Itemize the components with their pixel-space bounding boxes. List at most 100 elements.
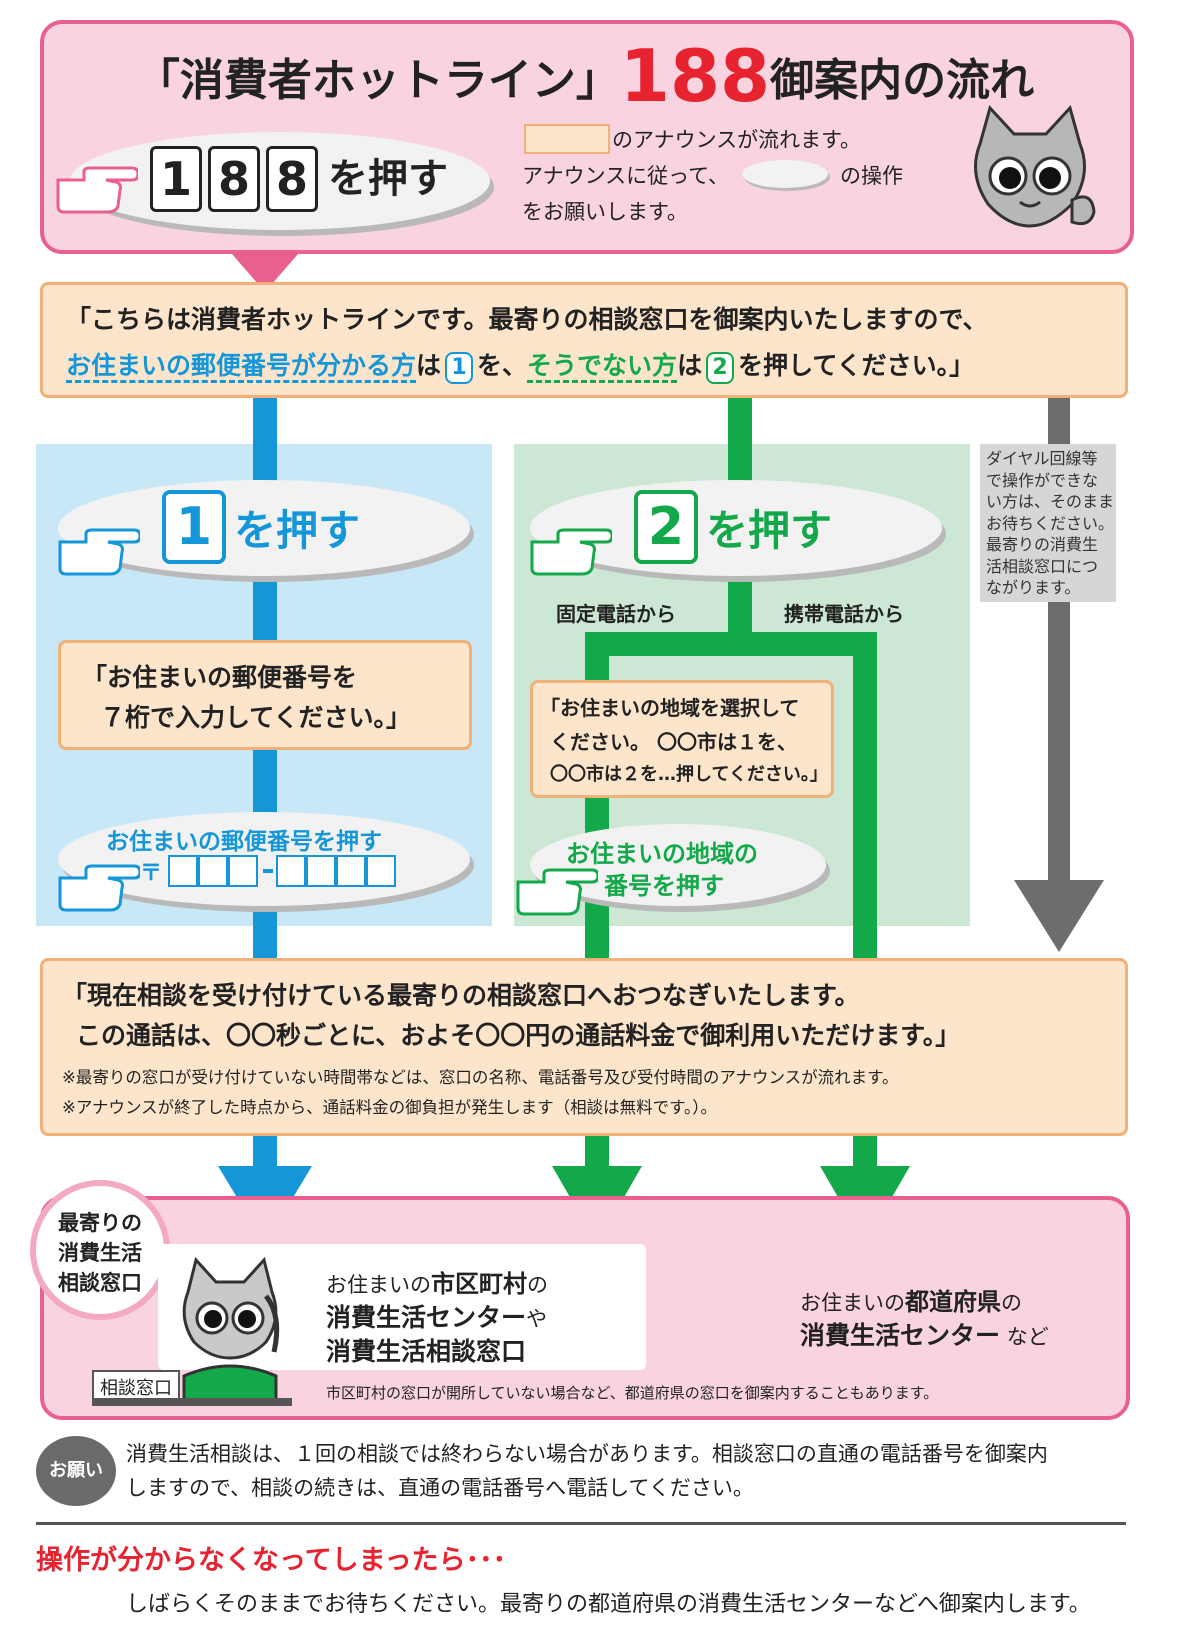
dial-note-line-6: 活相談窓口につ — [986, 556, 1099, 576]
destination-footnote: 市区町村の窓口が開所していない場合など、都道府県の窓口を御案内することもあります… — [326, 1384, 939, 1402]
announcement-1 — [40, 282, 1128, 398]
request-line2: しますので、相談の続きは、直通の電話番号へ電話してください。 — [126, 1476, 754, 1500]
announcement-1-line1: 「こちらは消費者ホットラインです。最寄りの相談窓口を御案内いたしますので、 — [66, 305, 988, 334]
pref-a: お住まいの — [800, 1291, 905, 1315]
postal-press-oval — [58, 812, 470, 906]
press-2-hand-icon — [528, 522, 614, 582]
press-1-oval — [58, 480, 470, 576]
key-1[interactable]: 1 — [150, 146, 202, 212]
postal-press-hand-icon — [56, 858, 142, 918]
dial-note-line-2: で操作ができな — [986, 470, 1099, 490]
dial-note-line-3: い方は、そのまま — [986, 492, 1115, 511]
wo-text: を、 — [477, 351, 528, 380]
cat-mascot-icon — [960, 104, 1100, 238]
announcement-2-note1: ※最寄りの窓口が受け付けていない時間帯などは、窓口の名称、電話番号及び受付時間の… — [62, 1068, 899, 1087]
pink-arrow-head — [232, 254, 298, 292]
help-body: しばらくそのままでお待ちください。最寄りの都道府県の消費生活センターなどへ御案内… — [126, 1592, 1091, 1617]
press-188-hand-icon — [54, 160, 140, 220]
key-8a[interactable]: 8 — [208, 146, 260, 212]
local-center-name: 消費生活センター — [326, 1303, 527, 1332]
legend-line2b: の操作 — [840, 164, 903, 188]
title-prefix: 「消費者ホットライン」 — [135, 55, 620, 106]
local-ya: や — [526, 1307, 548, 1331]
local-c: の — [527, 1273, 548, 1297]
area-instruction-line1: 「お住まいの地域を選択して — [540, 696, 800, 720]
destination-badge: 最寄りの 消費生活 相談窓口 — [30, 1180, 170, 1320]
area-instruction-line2: ください。 〇〇市は１を、 — [550, 730, 797, 754]
badge-line-3: 相談窓口 — [58, 1271, 142, 1295]
pref-prefecture: 都道府県 — [905, 1288, 1001, 1316]
pref-center-line2: 消費生活センター など — [800, 1316, 1049, 1352]
local-a: お住まいの — [326, 1273, 431, 1297]
ha-1: は — [416, 351, 442, 380]
press-188-label: を押す — [328, 156, 448, 202]
announcement-2-note2: ※アナウンスが終了した時点から、通話料金の御負担が発生します（相談は無料です。）… — [62, 1098, 718, 1117]
local-municipality: 市区町村 — [431, 1270, 527, 1298]
dial-line-note: ダイヤル回線等 で操作ができな い方は、そのまま お待ちください。 最寄りの消費… — [980, 444, 1116, 602]
desk-bar — [92, 1398, 292, 1406]
dial-note-line-4: お待ちください。 — [986, 513, 1115, 533]
help-divider — [36, 1522, 1126, 1525]
landline-label: 固定電話から — [556, 602, 676, 626]
mobile-label: 携帯電話から — [784, 602, 904, 626]
local-center-line3: 消費生活相談窓口 — [326, 1337, 527, 1366]
area-press-line2: 番号を押す — [604, 872, 724, 900]
announcement-1-tail: を押してください。」 — [738, 351, 975, 380]
postal-instruction — [58, 640, 472, 750]
gray-arrow-head — [1014, 880, 1104, 952]
legend-line2a: アナウンスに従って、 — [522, 164, 730, 188]
legend-line1: のアナウンスが流れます。 — [612, 128, 862, 152]
announcement-2-line1: 「現在相談を受け付けている最寄りの相談窓口へおつなぎいたします。 — [62, 981, 860, 1010]
knows-postal-code-text: お住まいの郵便番号が分かる方 — [66, 351, 417, 383]
area-instruction-line3: 〇〇市は２を…押してください。」 — [550, 764, 828, 785]
pref-center-line1: お住まいの都道府県の — [800, 1282, 1022, 1317]
badge-line-1: 最寄りの — [58, 1211, 142, 1235]
press-2-key[interactable]: 2 — [634, 490, 698, 564]
local-center-line1: お住まいの市区町村の — [326, 1264, 548, 1299]
postal-instruction-line2: ７桁で入力してください。」 — [100, 703, 412, 732]
postal-mark: 〒 — [140, 861, 163, 886]
help-title: 操作が分からなくなってしまったら･･･ — [36, 1545, 507, 1576]
pref-center-name: 消費生活センター — [800, 1321, 1001, 1350]
press-2-text: を押す — [706, 505, 833, 555]
local-center-line2: 消費生活センターや — [326, 1298, 547, 1334]
postal-instruction-line1: 「お住まいの郵便番号を — [82, 663, 358, 692]
legend-line3: をお願いします。 — [522, 200, 688, 224]
legend-announcement-swatch — [524, 124, 610, 154]
inline-key-1: 1 — [445, 352, 474, 384]
inline-key-2: 2 — [706, 352, 735, 384]
pref-c: の — [1001, 1291, 1022, 1315]
press-1-hand-icon — [56, 522, 142, 582]
announcement-2-line2: この通話は、〇〇秒ごとに、およそ〇〇円の通話料金で御利用いただけます。」 — [76, 1021, 961, 1050]
press-2-oval — [530, 480, 942, 576]
legend-operation-swatch — [742, 160, 828, 188]
area-press-hand-icon — [514, 862, 600, 922]
page-title: 「消費者ホットライン」188御案内の流れ — [70, 34, 1100, 120]
dial-note-line-1: ダイヤル回線等 — [986, 449, 1098, 468]
press-1-key[interactable]: 1 — [162, 490, 226, 564]
area-instruction — [530, 680, 834, 798]
dial-note-line-7: ながります。 — [986, 578, 1081, 597]
postal-press-title: お住まいの郵便番号を押す — [106, 829, 382, 855]
press-1-text: を押す — [234, 505, 361, 555]
dial-note-line-5: 最寄りの消費生 — [986, 535, 1099, 554]
badge-line-2: 消費生活 — [58, 1241, 142, 1265]
pref-nado: など — [1000, 1325, 1049, 1349]
green-split-bar — [585, 632, 877, 656]
title-suffix: 御案内の流れ — [770, 55, 1035, 106]
operator-cat-icon — [170, 1256, 290, 1410]
key-8b[interactable]: 8 — [266, 146, 318, 212]
announcement-2 — [40, 958, 1128, 1136]
request-line1: 消費生活相談は、１回の相談では終わらない場合があります。相談窓口の直通の電話番号… — [126, 1442, 1048, 1466]
ha-2: は — [677, 351, 703, 380]
request-badge: お願い — [36, 1436, 116, 1506]
postal-code-entry[interactable]: 〒 — [140, 854, 427, 888]
area-press-line1: お住まいの地域の — [566, 840, 758, 868]
does-not-know-text: そうでない方 — [527, 351, 678, 383]
title-number: 188 — [619, 34, 771, 118]
postal-digit-boxes — [168, 855, 397, 887]
